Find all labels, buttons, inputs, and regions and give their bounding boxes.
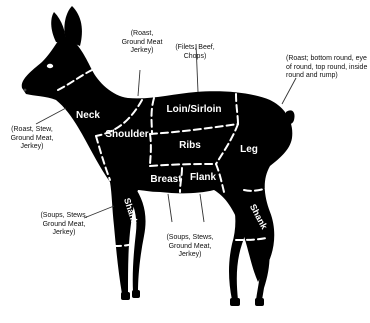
note-loin-uses: (Filets, Beef, Chops) [164,44,226,61]
leader-leg [282,78,296,104]
note-neck-uses: (Roast, Stew, Ground Meat, Jerkey) [4,126,60,152]
leader-shoulder [138,70,140,96]
cut-label-flank: Flank [190,172,217,183]
cut-label-breast: Breast [150,174,182,185]
deer-tail [286,110,295,123]
leader-belly-left [168,194,172,222]
deer-eye [47,64,53,68]
cut-label-ribs: Ribs [179,140,201,151]
rear-hoof-1 [230,298,240,306]
note-shoulder-uses: (Roast, Ground Meat Jerkey) [112,30,172,56]
cut-label-shoulder: Shoulder [105,129,148,140]
leader-neck [36,108,66,124]
front-hoof-2 [132,290,140,298]
rear-hoof-2 [255,298,264,306]
leader-belly-right [200,194,204,222]
note-leg-uses: (Roast; bottom round, eye of round, top … [286,55,370,81]
cut-label-neck: Neck [76,110,100,121]
note-belly-uses: (Soups, Stews, Ground Meat, Jerkey) [160,234,220,260]
deer-ear-front [64,6,82,46]
deer-nostril [24,89,27,92]
divider-shoulder-breast [150,134,151,166]
front-hoof-1 [121,292,130,300]
cut-label-loin-sirloin: Loin/Sirloin [167,104,222,115]
deer-ear-back [51,12,66,44]
cut-label-leg: Leg [240,144,258,155]
note-front-shank-uses: (Soups, Stews, Ground Meat, Jerkey) [34,212,94,238]
